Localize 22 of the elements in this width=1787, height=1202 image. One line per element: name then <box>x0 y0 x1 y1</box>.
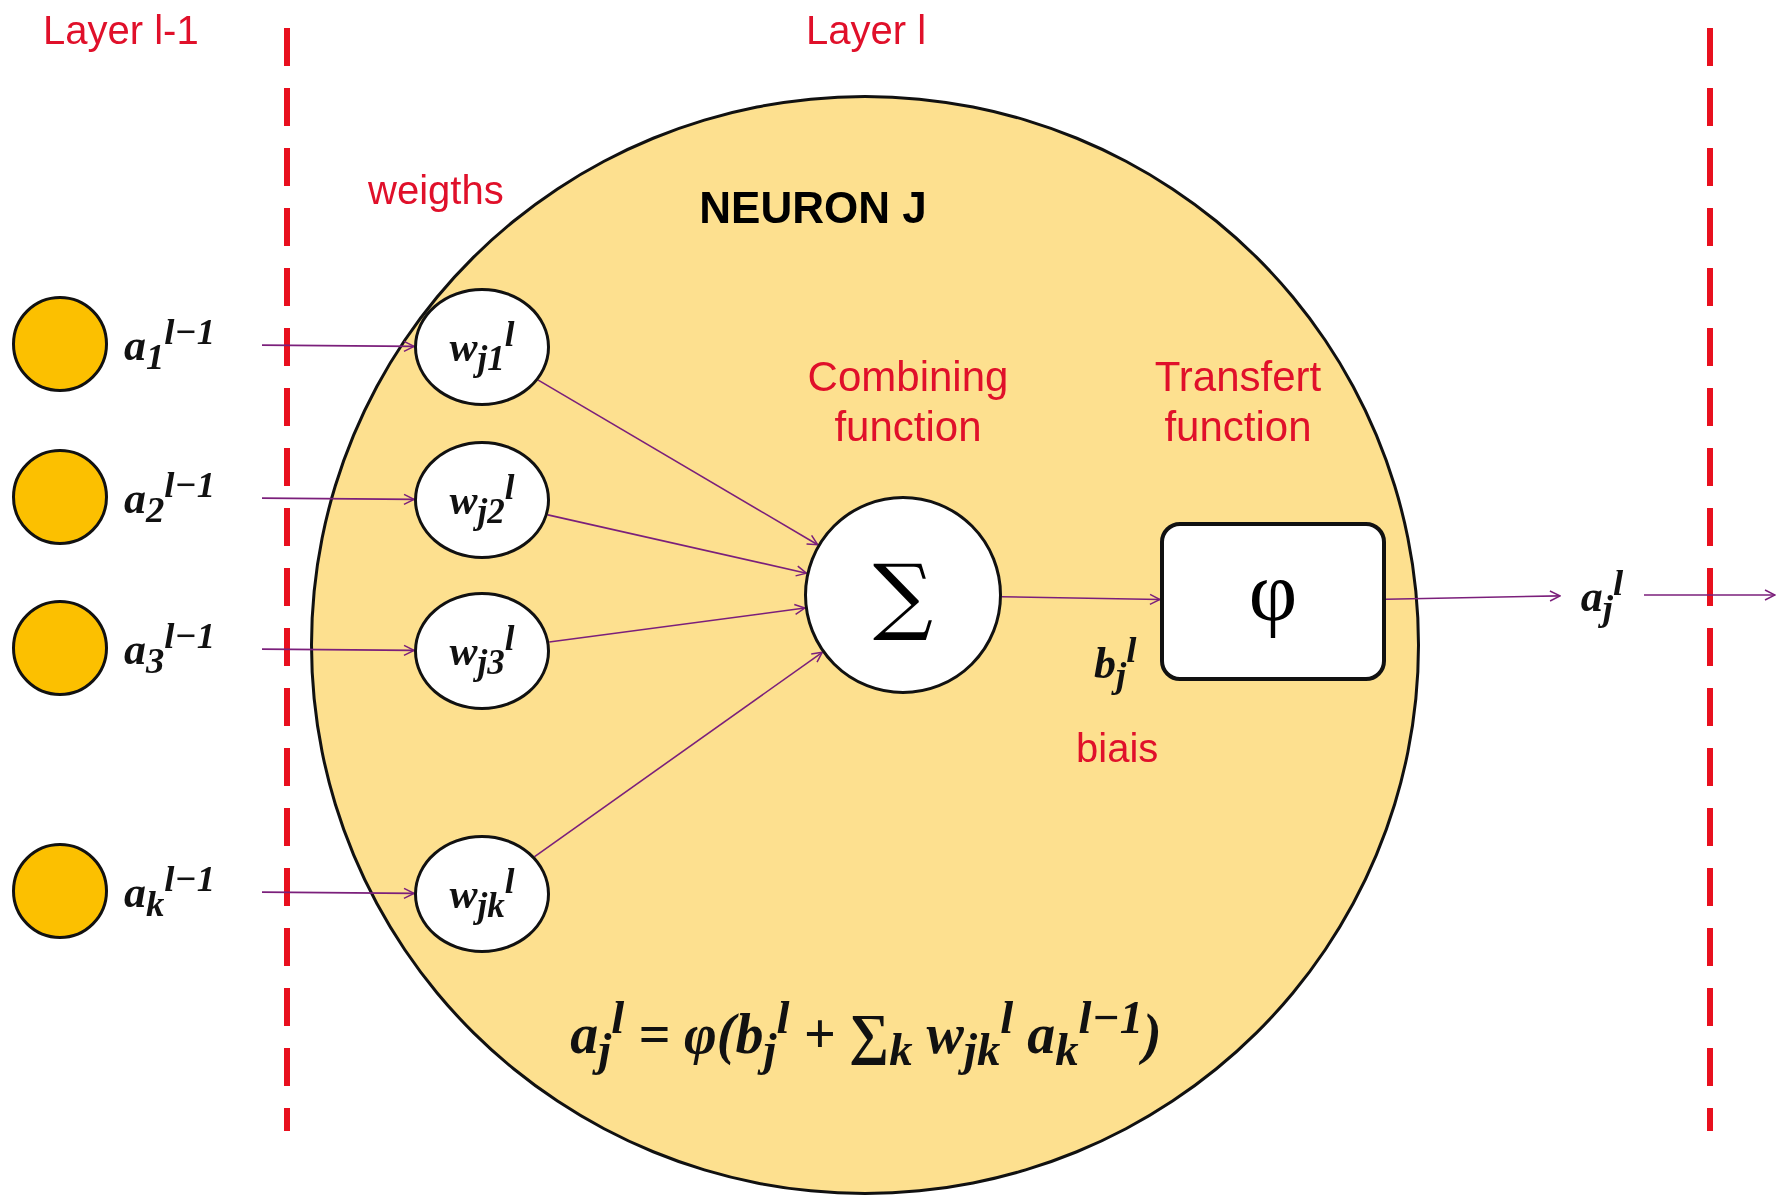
function-caption: Transfert function <box>1153 352 1323 453</box>
arrow <box>548 603 806 643</box>
arrow <box>547 514 808 577</box>
phi-symbol: φ <box>1248 544 1298 640</box>
arrow <box>1385 590 1561 602</box>
bias-caption: biais <box>1076 726 1159 771</box>
transfer-function-box <box>1160 522 1386 681</box>
layer-title: Layer l <box>805 8 927 53</box>
arrow <box>537 379 819 546</box>
arrow <box>1643 589 1776 601</box>
weights-caption: weigths <box>368 168 504 213</box>
summation-symbol: ∑ <box>873 546 933 644</box>
arrow <box>261 644 415 657</box>
formula: a$_{j}$$^{l}$ = φ(b$_{j}$$^{l}$ + ∑$_{k}$ w$_{jk}$$^{l}$ a$_{k}$$^{l−1}$) <box>570 990 1162 1076</box>
arrow <box>1001 593 1161 606</box>
arrow <box>261 887 415 900</box>
arrow <box>261 340 415 353</box>
neuron-title: NEURON J <box>699 183 927 233</box>
layer-title: Layer l-1 <box>43 8 199 53</box>
arrow <box>533 651 824 858</box>
arrow <box>261 493 415 506</box>
function-caption: Combining function <box>806 352 1010 453</box>
